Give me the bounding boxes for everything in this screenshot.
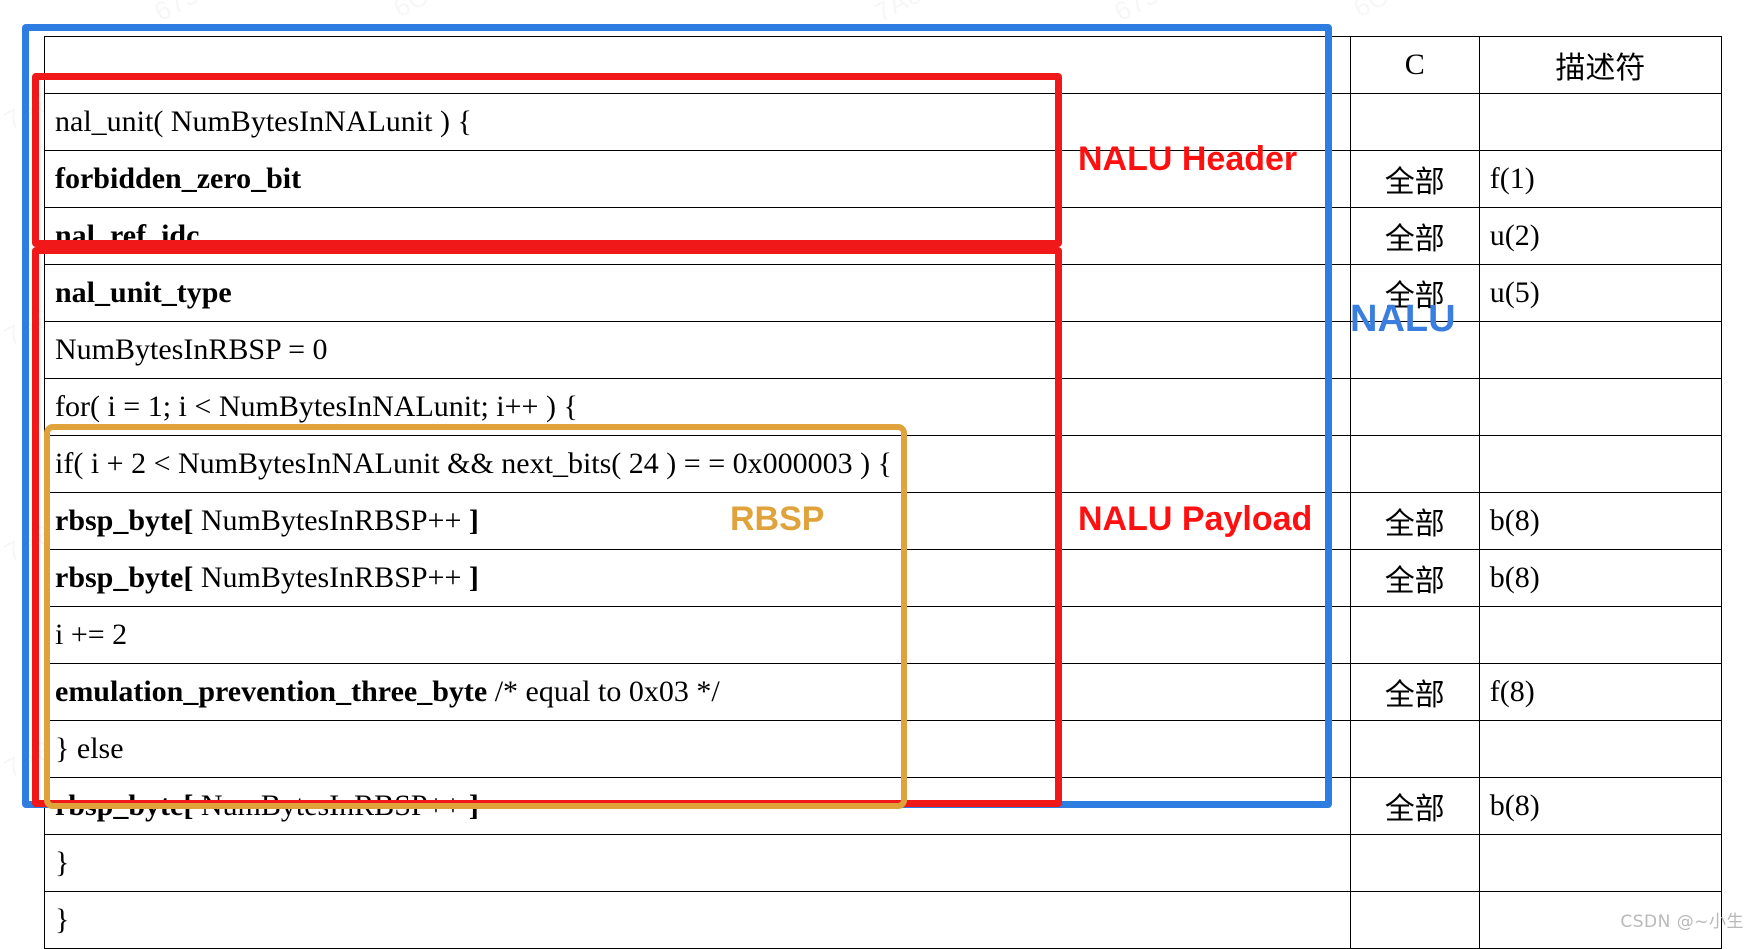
c-cell: 全部 [1349, 492, 1480, 550]
header-syntax [44, 36, 1351, 94]
descriptor-cell: u(2) [1478, 207, 1723, 265]
syntax-cell: if( i + 2 < NumBytesInNALunit && next_bi… [44, 435, 1351, 493]
syntax-cell: nal_ref_idc [44, 207, 1351, 265]
descriptor-cell: f(8) [1478, 663, 1723, 721]
c-cell [1349, 321, 1480, 379]
syntax-element-name: nal_ref_idc [55, 219, 200, 252]
table-row: NumBytesInRBSP = 0 [44, 321, 1723, 379]
syntax-text: } else [55, 732, 124, 765]
syntax-element-name: rbsp_byte[ [55, 789, 194, 822]
c-cell [1349, 435, 1480, 493]
table-row: i += 2 [44, 606, 1723, 664]
syntax-text: i += 2 [55, 618, 128, 651]
syntax-table-body: nal_unit( NumBytesInNALunit ) { forbidden… [44, 93, 1723, 949]
descriptor-cell [1478, 720, 1723, 778]
c-cell [1349, 93, 1480, 151]
descriptor-cell [1478, 378, 1723, 436]
c-cell: 全部 [1349, 264, 1480, 322]
descriptor-cell [1478, 606, 1723, 664]
syntax-cell: i += 2 [44, 606, 1351, 664]
syntax-cell: nal_unit( NumBytesInNALunit ) { [44, 93, 1351, 151]
syntax-cell: forbidden_zero_bit [44, 150, 1351, 208]
syntax-cell: for( i = 1; i < NumBytesInNALunit; i++ )… [44, 378, 1351, 436]
syntax-table: C 描述符 nal_unit( NumBytesInNALunit ) { for… [44, 36, 1723, 949]
syntax-text: nal_unit( NumBytesInNALunit ) { [55, 105, 472, 138]
descriptor-cell [1478, 93, 1723, 151]
table-row: if( i + 2 < NumBytesInNALunit && next_bi… [44, 435, 1723, 493]
syntax-cell: emulation_prevention_three_byte /* equal… [44, 663, 1351, 721]
table-header-row: C 描述符 [44, 36, 1723, 94]
c-cell [1349, 720, 1480, 778]
syntax-element-name: rbsp_byte[ [55, 504, 194, 537]
c-cell [1349, 834, 1480, 892]
descriptor-cell [1478, 834, 1723, 892]
descriptor-cell: u(5) [1478, 264, 1723, 322]
c-cell [1349, 606, 1480, 664]
syntax-text: if( i + 2 < NumBytesInNALunit && next_bi… [55, 447, 893, 480]
csdn-credit: CSDN @~小生 [1620, 912, 1744, 932]
table-row: for( i = 1; i < NumBytesInNALunit; i++ )… [44, 378, 1723, 436]
syntax-cell: rbsp_byte[ NumBytesInRBSP++ ] [44, 492, 1351, 550]
syntax-text: for( i = 1; i < NumBytesInNALunit; i++ )… [55, 390, 578, 423]
descriptor-cell: f(1) [1478, 150, 1723, 208]
syntax-element-name: emulation_prevention_three_byte [55, 675, 488, 708]
syntax-cell: } [44, 891, 1351, 949]
c-cell: 全部 [1349, 207, 1480, 265]
c-cell [1349, 378, 1480, 436]
syntax-text: NumBytesInRBSP = 0 [55, 333, 328, 366]
c-cell: 全部 [1349, 663, 1480, 721]
descriptor-cell: b(8) [1478, 492, 1723, 550]
table-row: } [44, 834, 1723, 892]
syntax-bracket-close: ] [468, 561, 479, 594]
syntax-text: NumBytesInRBSP++ [193, 561, 469, 594]
c-cell: 全部 [1349, 150, 1480, 208]
descriptor-cell [1478, 435, 1723, 493]
descriptor-cell [1478, 321, 1723, 379]
header-c: C [1349, 36, 1480, 94]
table-row: } [44, 891, 1723, 949]
syntax-text: /* equal to 0x03 */ [487, 675, 720, 708]
descriptor-cell [1478, 891, 1723, 949]
descriptor-cell: b(8) [1478, 549, 1723, 607]
table-row: emulation_prevention_three_byte /* equal… [44, 663, 1723, 721]
syntax-cell: } else [44, 720, 1351, 778]
syntax-element-name: nal_unit_type [55, 276, 232, 309]
syntax-text: NumBytesInRBSP++ [193, 504, 469, 537]
c-cell: 全部 [1349, 549, 1480, 607]
table-row: nal_unit( NumBytesInNALunit ) { [44, 93, 1723, 151]
syntax-cell: NumBytesInRBSP = 0 [44, 321, 1351, 379]
syntax-text: } [55, 903, 70, 936]
header-descriptor: 描述符 [1478, 36, 1723, 94]
syntax-text: NumBytesInRBSP++ [193, 789, 469, 822]
c-cell [1349, 891, 1480, 949]
syntax-element-name: rbsp_byte[ [55, 561, 194, 594]
syntax-bracket-close: ] [468, 789, 479, 822]
syntax-element-name: forbidden_zero_bit [55, 162, 302, 195]
descriptor-cell: b(8) [1478, 777, 1723, 835]
table-row: } else [44, 720, 1723, 778]
syntax-cell: rbsp_byte[ NumBytesInRBSP++ ] [44, 549, 1351, 607]
syntax-cell: } [44, 834, 1351, 892]
syntax-cell: rbsp_byte[ NumBytesInRBSP++ ] [44, 777, 1351, 835]
syntax-cell: nal_unit_type [44, 264, 1351, 322]
c-cell: 全部 [1349, 777, 1480, 835]
syntax-bracket-close: ] [468, 504, 479, 537]
syntax-text: } [55, 846, 70, 879]
